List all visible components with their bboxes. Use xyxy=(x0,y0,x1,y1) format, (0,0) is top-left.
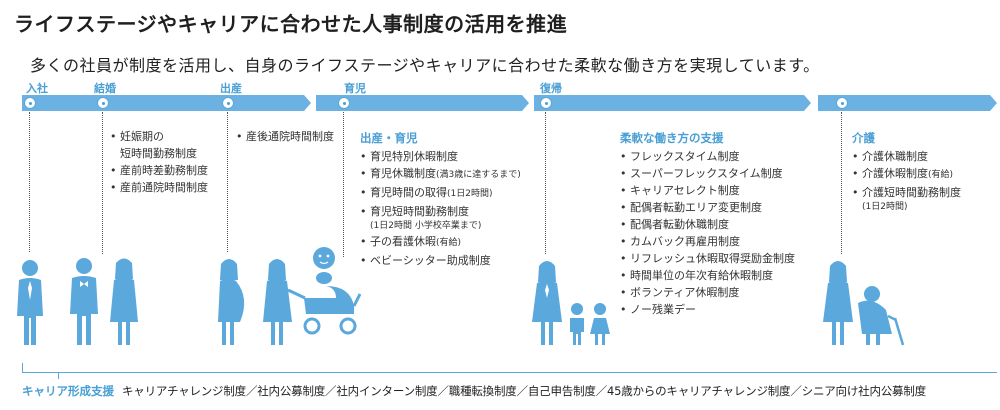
list-item: ボランティア休暇制度 xyxy=(620,284,795,301)
list-item: 配偶者転勤エリア変更制度 xyxy=(620,199,795,216)
timeline-dot xyxy=(222,97,234,109)
connector-line xyxy=(343,112,344,257)
list-item: 介護休職制度 xyxy=(852,148,961,165)
page-subtitle: 多くの社員が制度を活用し、自身のライフステージやキャリアに合わせた柔軟な働き方を… xyxy=(30,56,820,75)
boy-figure xyxy=(570,303,584,345)
timeline-arrows xyxy=(22,95,997,111)
kekkon-list: 妊娠期の 短時間勤務制度 産前時差勤務制度 産前通院時間制度 xyxy=(110,128,208,196)
baby-figure xyxy=(313,247,335,284)
connector-line xyxy=(29,112,30,252)
list-item: 妊娠期の 短時間勤務制度 xyxy=(110,128,208,162)
kaigo-list: 介護休職制度 介護休暇制度(有給) 介護短時間勤務制度(1日2時間) xyxy=(852,148,961,214)
timeline-segment-4 xyxy=(818,95,997,111)
bride-figure xyxy=(110,258,138,345)
pregnant-woman-figure xyxy=(218,259,245,345)
page-title: ライフステージやキャリアに合わせた人事制度の活用を推進 xyxy=(14,12,568,36)
timeline-segment-3 xyxy=(534,95,811,111)
cane-icon xyxy=(893,317,905,346)
stage-label-fukki: 復帰 xyxy=(540,82,562,95)
stage-label-shussan: 出産 xyxy=(220,82,242,95)
list-item: スーパーフレックスタイム制度 xyxy=(620,165,795,182)
timeline-segment-1 xyxy=(22,95,311,111)
list-item: フレックスタイム制度 xyxy=(620,148,795,165)
ikuji-heading: 出産・育児 xyxy=(360,131,418,145)
stage-label-kekkon: 結婚 xyxy=(94,82,116,95)
career-support-label: キャリア形成支援 xyxy=(22,384,114,398)
timeline-dot xyxy=(24,97,36,109)
list-item: ノー残業デー xyxy=(620,301,795,318)
connector-line xyxy=(227,112,228,252)
caregiver-figure xyxy=(823,261,853,345)
list-item: カムバック再雇用制度 xyxy=(620,233,795,250)
stage-label-ikuji: 育児 xyxy=(344,82,366,95)
connector-line xyxy=(545,112,546,254)
timeline-dot xyxy=(97,97,109,109)
timeline-dot xyxy=(836,97,848,109)
list-item: 時間単位の年次有給休暇制度 xyxy=(620,267,795,284)
mother-figure xyxy=(263,259,306,345)
career-support-bracket xyxy=(22,363,997,373)
list-item: 産前通院時間制度 xyxy=(110,179,208,196)
list-item: 育児休職制度(満3歳に達するまで) xyxy=(360,165,521,184)
flexible-work-heading: 柔軟な働き方の支援 xyxy=(620,131,724,145)
elderly-person-figure xyxy=(858,286,897,345)
career-support-footer: キャリア形成支援キャリアチャレンジ制度／社内公募制度／社内インターン制度／職種転… xyxy=(22,383,926,399)
new-employee-figure xyxy=(17,260,43,345)
stroller-icon xyxy=(303,286,362,335)
list-item: 育児時間の取得(1日2時間) xyxy=(360,184,521,203)
shussan-list: 産後通院時間制度 xyxy=(236,128,334,145)
list-item: 育児短時間勤務制度(1日2時間 小学校卒業まで) xyxy=(360,203,521,233)
list-item: キャリアセレクト制度 xyxy=(620,182,795,199)
list-item: 産後通院時間制度 xyxy=(236,128,334,145)
timeline-dot xyxy=(540,97,552,109)
timeline-segment-2 xyxy=(316,95,529,111)
connector-line xyxy=(841,112,842,254)
list-item: 育児特別休暇制度 xyxy=(360,148,521,165)
ikuji-list: 育児特別休暇制度 育児休職制度(満3歳に達するまで) 育児時間の取得(1日2時間… xyxy=(360,148,521,269)
connector-line xyxy=(102,112,103,254)
returning-mother-figure xyxy=(532,261,562,345)
list-item: 子の看護休暇(有給) xyxy=(360,233,521,252)
kaigo-heading: 介護 xyxy=(852,131,875,145)
list-item: 介護休暇制度(有給) xyxy=(852,165,961,184)
list-item: ベビーシッター助成制度 xyxy=(360,252,521,269)
list-item: 介護短時間勤務制度(1日2時間) xyxy=(852,184,961,214)
groom-figure xyxy=(70,258,98,345)
list-item: リフレッシュ休暇取得奨励金制度 xyxy=(620,250,795,267)
career-support-text: キャリアチャレンジ制度／社内公募制度／社内インターン制度／職種転換制度／自己申告… xyxy=(122,384,926,398)
flexible-work-list: フレックスタイム制度 スーパーフレックスタイム制度 キャリアセレクト制度 配偶者… xyxy=(620,148,795,318)
list-item: 産前時差勤務制度 xyxy=(110,162,208,179)
girl-figure xyxy=(590,303,610,345)
career-support-bracket-tick xyxy=(58,373,59,379)
timeline-dot xyxy=(338,97,350,109)
stage-label-nyusha: 入社 xyxy=(26,82,48,95)
list-item: 配偶者転勤休職制度 xyxy=(620,216,795,233)
